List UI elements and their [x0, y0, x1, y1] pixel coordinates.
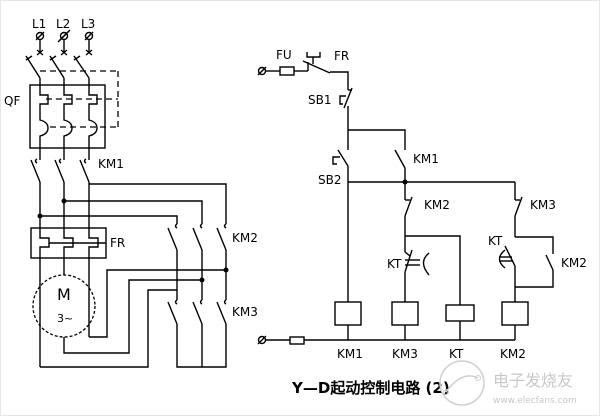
terminal-icon: [257, 335, 267, 345]
km2-hold-label: KM2: [561, 256, 587, 270]
timer-nc-label: KT: [387, 257, 402, 271]
motor-label: M: [57, 285, 71, 304]
fuse-label: FU: [276, 48, 292, 62]
stop-button-icon: [339, 87, 353, 109]
overload-relay-label: FR: [110, 236, 125, 250]
breaker-label: QF: [4, 94, 20, 108]
power-circuit: L1 L2 L3 QF: [4, 17, 258, 368]
stop-button-label: SB1: [308, 93, 331, 107]
start-button-label: SB2: [318, 173, 341, 187]
km2-hold-contact-icon: [545, 254, 554, 271]
fuse-icon: [289, 336, 305, 345]
overload-heater-icon: [39, 228, 106, 258]
x-mark-icon: [36, 49, 93, 56]
km3-main-label: KM3: [232, 305, 258, 319]
terminal-icon: [257, 66, 267, 76]
breaker-switch-icon: [25, 55, 90, 79]
km1-hold-contact-icon: [394, 149, 406, 169]
fr-nc-contact-icon: [302, 52, 331, 74]
start-button-icon: [332, 130, 349, 167]
coil-kt: [445, 304, 475, 322]
watermark-logo-icon: [439, 360, 485, 406]
breaker-box: [29, 84, 106, 149]
coil-label-km1: KM1: [337, 347, 363, 361]
phase-label-l1: L1: [32, 17, 46, 31]
timer-no-label: KT: [488, 234, 503, 248]
fuse-icon: [279, 66, 295, 76]
km1-main-contacts-icon: [30, 158, 90, 183]
thermal-element-icon: [39, 78, 98, 160]
motor-type: 3~: [57, 312, 73, 325]
coil-label-km2: KM2: [500, 347, 526, 361]
km2-interlock-label: KM2: [424, 198, 450, 212]
km2-main-label: KM2: [232, 231, 258, 245]
fr-contact-label: FR: [334, 49, 349, 63]
motor-icon: [32, 274, 96, 338]
km1-main-label: KM1: [98, 157, 124, 171]
watermark-url: www.elecfans.com: [493, 396, 577, 406]
control-circuit: FU FR SB1: [257, 48, 587, 361]
timer-no-contact-icon: [498, 245, 516, 269]
terminal-icon: [84, 31, 94, 41]
km1-hold-label: KM1: [413, 152, 439, 166]
km3-interlock-label: KM3: [530, 198, 556, 212]
timer-nc-contact-icon: [404, 249, 430, 276]
watermark: 电子发烧友 www.elecfans.com: [439, 360, 577, 406]
coil-label-km3: KM3: [392, 347, 418, 361]
phase-label-l3: L3: [81, 17, 95, 31]
km3-interlock-contact-icon: [514, 182, 523, 217]
phase-label-l2: L2: [56, 17, 70, 31]
coil-km3: [391, 301, 419, 326]
km2-main-contacts-icon: [167, 223, 227, 251]
coil-label-kt: KT: [449, 347, 464, 361]
terminal-icon: [57, 29, 71, 43]
km3-main-contacts-icon: [167, 299, 227, 325]
terminal-icon: [35, 31, 45, 41]
km2-interlock-contact-icon: [404, 182, 413, 217]
coil-km2: [501, 301, 529, 326]
watermark-brand: 电子发烧友: [493, 371, 573, 390]
coil-km1: [334, 301, 362, 326]
diagram-title: Y—D起动控制电路 (2): [291, 379, 450, 397]
